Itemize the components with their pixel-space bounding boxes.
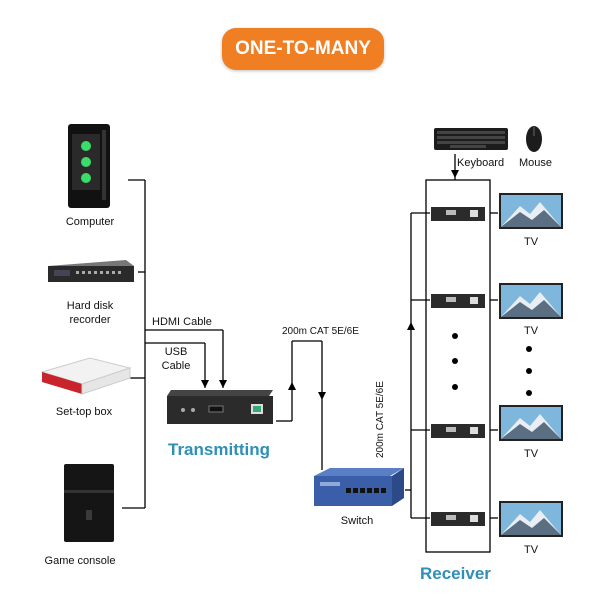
game-console-icon xyxy=(64,464,114,542)
mouse-icon xyxy=(526,126,542,152)
ellipsis-dot xyxy=(526,368,532,374)
ellipsis-dot xyxy=(526,346,532,352)
hdd-label-line1: Hard disk xyxy=(66,300,114,312)
usb-cable-label-line1: USB xyxy=(164,346,188,358)
tv-1-label: TV xyxy=(523,236,539,248)
receiver-unit-2-icon xyxy=(431,294,485,308)
set-top-box-icon xyxy=(40,357,132,395)
set-top-box-label: Set-top box xyxy=(55,406,113,418)
receiver-unit-3-icon xyxy=(431,424,485,438)
tv-2-icon xyxy=(499,283,563,319)
switch-label: Switch xyxy=(340,515,374,527)
ellipsis-dot xyxy=(452,358,458,364)
keyboard-icon xyxy=(434,128,508,150)
ellipsis-dot xyxy=(452,333,458,339)
cat-tx-label: 200m CAT 5E/6E xyxy=(282,326,359,337)
receiver-label: Receiver xyxy=(420,564,491,583)
usb-cable-label-line2: Cable xyxy=(161,360,191,372)
ellipsis-dot xyxy=(452,384,458,390)
tv-4-label: TV xyxy=(523,544,539,556)
hdd-label-line2: recorder xyxy=(69,314,111,326)
receiver-unit-4-icon xyxy=(431,512,485,526)
computer-tower-icon xyxy=(68,124,110,208)
hard-disk-recorder-icon xyxy=(48,260,134,282)
tv-4-icon xyxy=(499,501,563,537)
title-badge: ONE-TO-MANY xyxy=(222,28,384,70)
tv-1-icon xyxy=(499,193,563,229)
transmitting-label: Transmitting xyxy=(168,440,271,459)
game-console-label: Game console xyxy=(44,555,116,567)
ellipsis-dot xyxy=(526,390,532,396)
receiver-unit-1-icon xyxy=(431,207,485,221)
transmitter-device-icon xyxy=(167,390,273,424)
hdmi-cable-label: HDMI Cable xyxy=(152,316,212,328)
tv-3-label: TV xyxy=(523,448,539,460)
tv-2-label: TV xyxy=(523,325,539,337)
network-switch-icon xyxy=(314,468,404,506)
tv-3-icon xyxy=(499,405,563,441)
keyboard-label: Keyboard xyxy=(457,157,505,169)
cat-rx-label: 200m CAT 5E/6E xyxy=(375,381,386,458)
computer-label: Computer xyxy=(65,216,115,228)
mouse-label: Mouse xyxy=(519,157,553,169)
